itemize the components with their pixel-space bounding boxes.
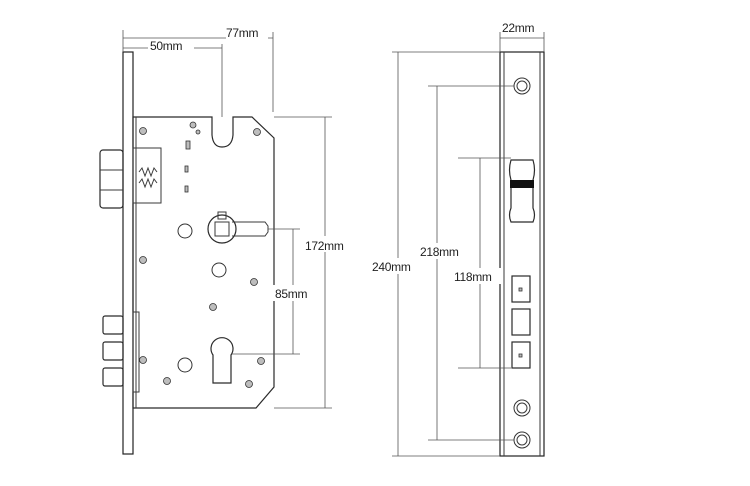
height-dimension-lines [232, 116, 332, 409]
latch-window [508, 159, 536, 223]
strike-spacing-label: 118mm [454, 270, 492, 284]
backset-label: 50mm [150, 39, 182, 53]
deadbolt-bars [102, 311, 140, 393]
deadbolt-window-1 [511, 275, 531, 303]
fixing-hole-spacing-label: 218mm [420, 245, 459, 259]
case-height-label: 172mm [305, 239, 344, 253]
top-fixing-hole [513, 77, 531, 95]
faceplate-front-view [392, 32, 545, 457]
lock-case-outline [132, 116, 275, 409]
deadbolt-window-2 [511, 308, 531, 336]
through-holes [177, 223, 227, 373]
front-faceplate [499, 51, 545, 457]
lock-body-side-view [99, 30, 332, 455]
top-dimension-lines [122, 30, 274, 117]
spindle-cylinder-distance-label: 85mm [275, 287, 307, 301]
cylinder-cutout [210, 337, 234, 384]
faceplate-length-label: 240mm [372, 260, 411, 274]
rivet-holes [139, 121, 265, 388]
bottom-fixing-hole [513, 431, 531, 449]
latch-indicator [510, 180, 534, 188]
deadbolt-window-3 [511, 341, 531, 369]
latch-bolt [99, 147, 162, 209]
faceplate-width-label: 22mm [502, 21, 534, 35]
lower-hole [513, 399, 531, 417]
spindle-follower [207, 211, 269, 244]
case-width-label: 77mm [226, 26, 258, 40]
side-faceplate [122, 51, 134, 455]
faceplate-dimension-lines [392, 32, 545, 457]
